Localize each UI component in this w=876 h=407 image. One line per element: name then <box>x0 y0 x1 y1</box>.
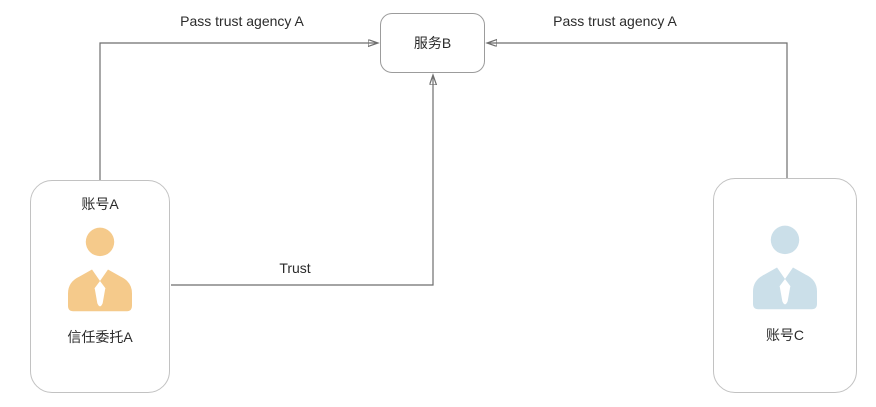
account-a-subtitle: 信任委托A <box>67 329 133 345</box>
edge-label-pass-left: Pass trust agency A <box>180 13 304 29</box>
service-b-node: 服务B <box>380 13 485 73</box>
account-c-node: 账号C <box>713 178 857 393</box>
account-a-node: 账号A 信任委托A <box>30 180 170 393</box>
account-a-title: 账号A <box>81 196 119 212</box>
service-b-label: 服务B <box>413 35 452 51</box>
edge-label-pass-right: Pass trust agency A <box>553 13 677 29</box>
edge-trust-line <box>171 76 433 286</box>
person-icon <box>60 225 140 313</box>
edge-pass-left-line <box>99 43 377 180</box>
account-c-label: 账号C <box>765 327 805 343</box>
edge-label-trust: Trust <box>279 260 311 276</box>
person-icon <box>745 223 825 311</box>
edge-pass-right-line <box>488 43 788 178</box>
